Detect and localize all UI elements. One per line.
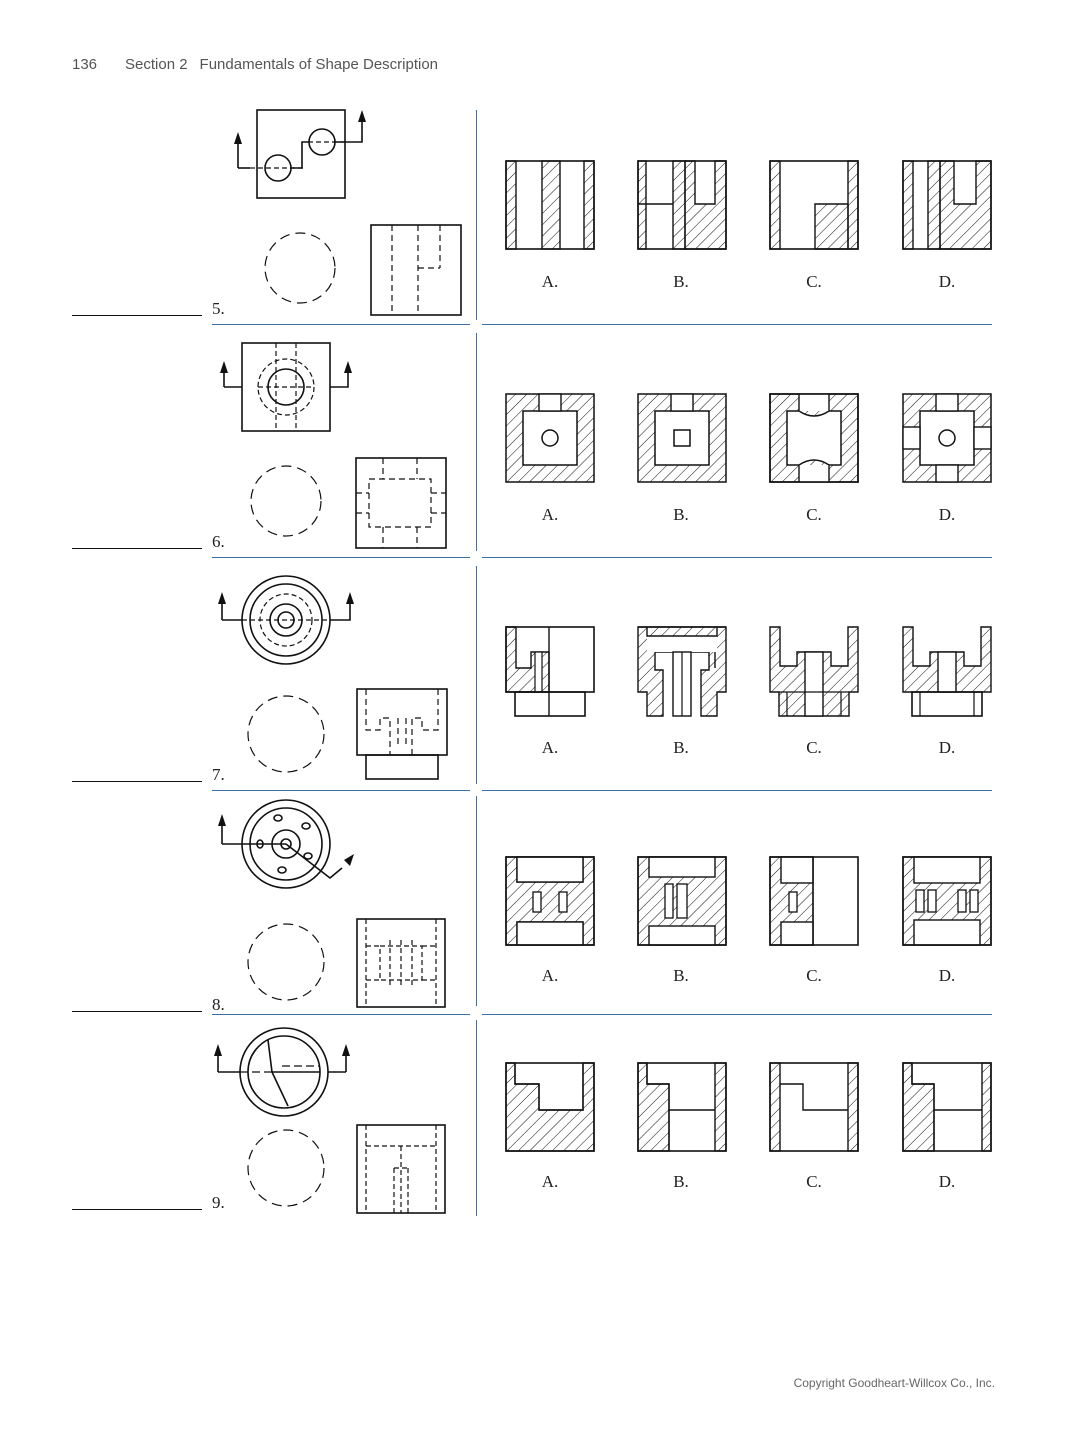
top-view-drawing <box>220 342 352 432</box>
divider-right <box>482 790 992 791</box>
choice-b-label: B. <box>673 272 689 291</box>
choice-d-drawing[interactable] <box>902 393 994 485</box>
divider-vertical <box>476 1020 477 1216</box>
page-number: 136 <box>72 56 98 73</box>
problem-number: 8. <box>212 995 225 1014</box>
choice-b-label: B. <box>673 966 689 985</box>
top-view-drawing <box>218 799 354 889</box>
page-header: 136 Section 2 Fundamentals of Shape Descri… <box>72 56 438 73</box>
choice-d-drawing[interactable] <box>902 856 994 948</box>
choice-a-drawing[interactable] <box>505 626 597 718</box>
choice-c-drawing[interactable] <box>769 1062 861 1154</box>
choice-c-drawing[interactable] <box>769 160 861 252</box>
choice-a-label: A. <box>541 738 559 757</box>
choice-d-label: D. <box>938 966 956 985</box>
choice-b-label: B. <box>673 505 689 524</box>
choice-d-label: D. <box>938 1172 956 1191</box>
section-view-placeholder-circle <box>247 923 325 1001</box>
choice-c-drawing[interactable] <box>769 626 861 718</box>
choice-b-drawing[interactable] <box>637 1062 729 1154</box>
choice-a-label: A. <box>541 966 559 985</box>
divider-vertical <box>476 796 477 1006</box>
choice-b-drawing[interactable] <box>637 393 729 485</box>
choice-a-label: A. <box>541 272 559 291</box>
choice-a-drawing[interactable] <box>505 856 597 948</box>
section-view-placeholder-circle <box>247 1129 325 1207</box>
section-view-placeholder-circle <box>264 232 336 304</box>
choice-c-label: C. <box>806 966 822 985</box>
front-view-drawing <box>355 457 447 549</box>
divider-right <box>482 324 992 325</box>
section-label: Section 2 <box>125 56 188 73</box>
choice-c-label: C. <box>806 738 822 757</box>
divider-right <box>482 1014 992 1015</box>
divider-vertical <box>476 333 477 551</box>
problem-number: 5. <box>212 299 225 318</box>
section-title: Fundamentals of Shape Description <box>199 56 439 73</box>
answer-blank[interactable] <box>72 548 202 549</box>
problem-number: 7. <box>212 765 225 784</box>
answer-blank[interactable] <box>72 1209 202 1210</box>
divider-left <box>212 557 470 558</box>
problem-7: 7. <box>0 566 1087 791</box>
choice-d-drawing[interactable] <box>902 1062 994 1154</box>
divider-vertical <box>476 566 477 784</box>
choice-a-label: A. <box>541 1172 559 1191</box>
top-view-drawing <box>234 109 366 199</box>
divider-left <box>212 1014 470 1015</box>
choice-d-label: D. <box>938 505 956 524</box>
choice-b-label: B. <box>673 1172 689 1191</box>
answer-blank[interactable] <box>72 1011 202 1012</box>
choice-b-label: B. <box>673 738 689 757</box>
problem-5: 5. <box>0 100 1087 325</box>
answer-blank[interactable] <box>72 781 202 782</box>
problem-9: 9. <box>0 1020 1087 1242</box>
front-view-drawing <box>370 224 462 316</box>
front-view-drawing <box>356 688 448 780</box>
top-view-drawing <box>218 575 354 665</box>
divider-right <box>482 557 992 558</box>
choice-d-drawing[interactable] <box>902 160 994 252</box>
choice-c-label: C. <box>806 1172 822 1191</box>
problem-8: 8. <box>0 796 1087 1018</box>
choice-c-label: C. <box>806 272 822 291</box>
choice-a-drawing[interactable] <box>505 393 597 485</box>
section-view-placeholder-circle <box>247 695 325 773</box>
choice-a-label: A. <box>541 505 559 524</box>
problem-6: 6. <box>0 333 1087 558</box>
choice-d-drawing[interactable] <box>902 626 994 718</box>
front-view-drawing <box>356 1124 446 1214</box>
choice-d-label: D. <box>938 738 956 757</box>
problem-number: 6. <box>212 532 225 551</box>
divider-vertical <box>476 110 477 320</box>
front-view-drawing <box>356 918 446 1008</box>
copyright-footer: Copyright Goodheart-Willcox Co., Inc. <box>793 1376 995 1390</box>
choice-c-label: C. <box>806 505 822 524</box>
choice-a-drawing[interactable] <box>505 1062 597 1154</box>
choice-b-drawing[interactable] <box>637 626 729 718</box>
problem-number: 9. <box>212 1193 225 1212</box>
choice-b-drawing[interactable] <box>637 160 729 252</box>
answer-blank[interactable] <box>72 315 202 316</box>
top-view-drawing <box>214 1027 350 1117</box>
choice-d-label: D. <box>938 272 956 291</box>
choice-b-drawing[interactable] <box>637 856 729 948</box>
choice-c-drawing[interactable] <box>769 856 861 948</box>
choice-c-drawing[interactable] <box>769 393 861 485</box>
choice-a-drawing[interactable] <box>505 160 597 252</box>
divider-left <box>212 324 470 325</box>
section-view-placeholder-circle <box>250 465 322 537</box>
divider-left <box>212 790 470 791</box>
